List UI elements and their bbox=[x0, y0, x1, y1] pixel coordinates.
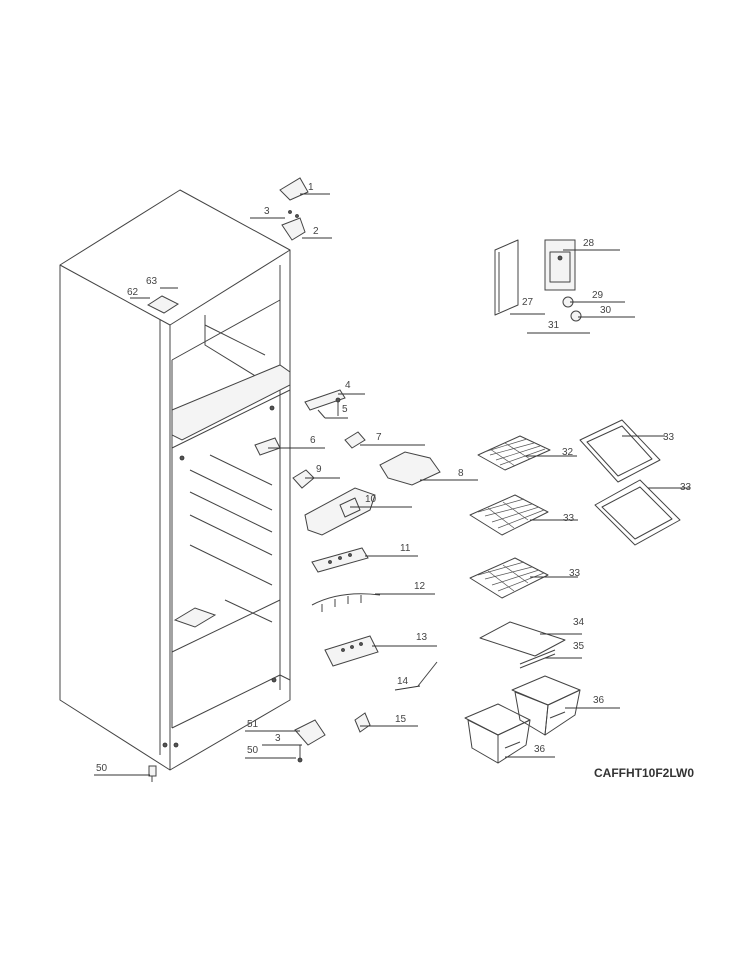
callout-13: 13 bbox=[416, 632, 428, 643]
model-code: CAFFHT10F2LW0 bbox=[594, 766, 694, 780]
wire-shelf-33a bbox=[469, 494, 549, 536]
callout-15: 15 bbox=[395, 714, 407, 725]
callout-3: 3 bbox=[264, 206, 270, 217]
top-hinge bbox=[281, 210, 306, 241]
callout-33-b: 33 bbox=[680, 482, 692, 493]
callout-3-bottom: 3 bbox=[275, 733, 281, 744]
callout-32: 32 bbox=[562, 447, 574, 458]
knob-30 bbox=[570, 310, 582, 322]
crisper-drawer-36a bbox=[511, 675, 581, 736]
wire-shelf-32 bbox=[477, 435, 551, 471]
crisper-frame-35 bbox=[519, 649, 556, 669]
bottom-hinge-51 bbox=[294, 719, 326, 763]
callout-33-c: 33 bbox=[563, 513, 575, 524]
glass-shelf-33a bbox=[579, 419, 661, 483]
callout-29: 29 bbox=[592, 290, 604, 301]
door-panel bbox=[494, 239, 519, 316]
callout-33-a: 33 bbox=[663, 432, 675, 443]
wire-shelf-33b bbox=[469, 557, 549, 599]
callout-2: 2 bbox=[313, 226, 319, 237]
callout-34: 34 bbox=[573, 617, 585, 628]
part-6 bbox=[254, 437, 281, 456]
callout-10: 10 bbox=[365, 494, 377, 505]
callout-8: 8 bbox=[458, 468, 464, 479]
control-panel-housing bbox=[544, 239, 576, 291]
callout-33-d: 33 bbox=[569, 568, 581, 579]
callout-36-b: 36 bbox=[534, 744, 546, 755]
glass-shelf-33b bbox=[594, 479, 681, 546]
bracket-4 bbox=[304, 389, 346, 419]
callout-4: 4 bbox=[345, 380, 351, 391]
callout-50: 50 bbox=[96, 763, 108, 774]
callout-51: 51 bbox=[247, 719, 259, 730]
callout-30: 30 bbox=[600, 305, 612, 316]
top-hinge-cover bbox=[279, 177, 309, 201]
callout-35: 35 bbox=[573, 641, 585, 652]
part-9 bbox=[292, 469, 315, 489]
part-15 bbox=[354, 712, 371, 733]
control-board-11 bbox=[311, 547, 369, 573]
callout-62: 62 bbox=[127, 287, 139, 298]
leveling-leg-50 bbox=[148, 765, 157, 782]
callout-12: 12 bbox=[414, 581, 426, 592]
rod-14 bbox=[417, 661, 438, 687]
callout-27: 27 bbox=[522, 297, 534, 308]
part-7 bbox=[344, 431, 366, 449]
leader-lines bbox=[94, 193, 690, 776]
callout-7: 7 bbox=[376, 432, 382, 443]
screw-5 bbox=[335, 397, 341, 416]
callout-5: 5 bbox=[342, 404, 348, 415]
callout-63: 63 bbox=[146, 276, 158, 287]
crisper-drawer-36b bbox=[464, 703, 531, 764]
callout-11: 11 bbox=[400, 543, 411, 554]
light-housing-10 bbox=[304, 487, 376, 536]
callout-31: 31 bbox=[548, 320, 560, 331]
callout-28: 28 bbox=[583, 238, 595, 249]
callout-9: 9 bbox=[316, 464, 322, 475]
wire-harness-12 bbox=[311, 593, 381, 612]
crisper-cover-34 bbox=[479, 621, 566, 657]
refrigerator-cabinet bbox=[59, 189, 291, 771]
callout-numbers: 1 3 2 63 62 4 5 6 7 8 9 10 11 12 13 14 1… bbox=[96, 182, 692, 774]
part-8 bbox=[379, 451, 441, 486]
callout-1: 1 bbox=[308, 182, 314, 193]
callout-6: 6 bbox=[310, 435, 316, 446]
callout-14: 14 bbox=[397, 676, 409, 687]
callout-50-bottom: 50 bbox=[247, 745, 259, 756]
control-panel-13 bbox=[324, 635, 379, 667]
callout-36-a: 36 bbox=[593, 695, 605, 706]
